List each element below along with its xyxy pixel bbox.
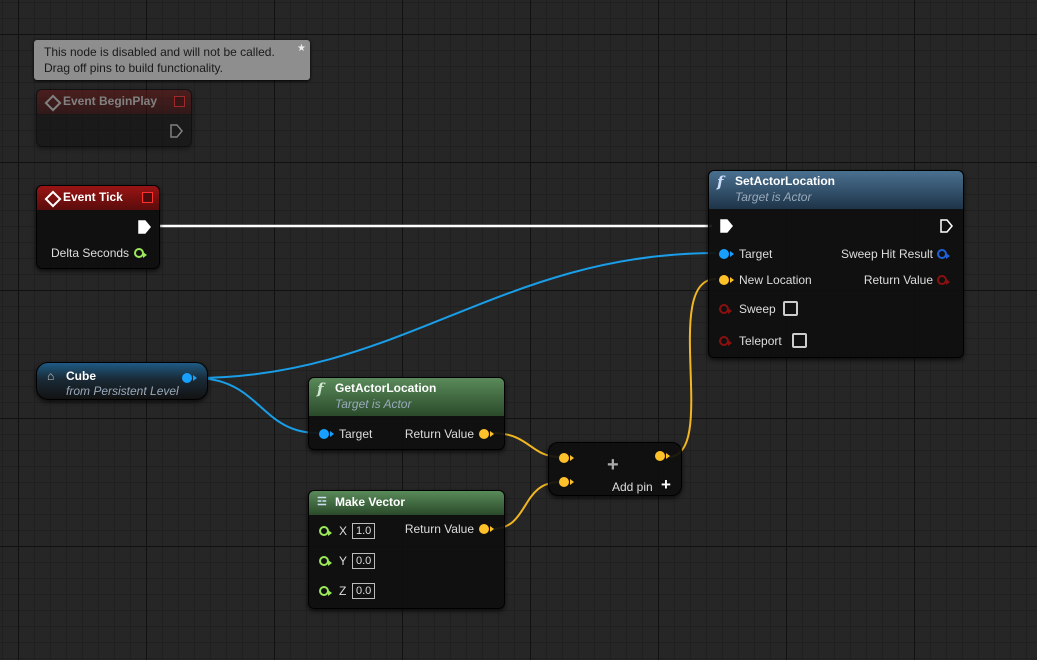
- delta-seconds-pin[interactable]: [134, 248, 147, 258]
- delta-seconds-label: Delta Seconds: [51, 246, 130, 260]
- exec-out-pin[interactable]: [939, 219, 953, 233]
- teleport-pin[interactable]: [719, 336, 732, 346]
- add-output-pin[interactable]: [655, 451, 670, 461]
- delegate-pin-icon[interactable]: [174, 96, 185, 107]
- node-cube-reference[interactable]: ⌂ Cube from Persistent Level: [36, 362, 208, 400]
- z-pin[interactable]: [319, 586, 332, 596]
- event-icon: [44, 190, 62, 208]
- function-icon: f: [317, 380, 324, 398]
- target-pin[interactable]: [319, 429, 334, 439]
- event-icon: [44, 94, 62, 112]
- exec-out-pin[interactable]: [169, 124, 183, 138]
- x-pin[interactable]: [319, 526, 332, 536]
- new-location-label: New Location: [739, 273, 812, 287]
- add-operator-icon: +: [607, 454, 619, 476]
- sweep-pin[interactable]: [719, 304, 732, 314]
- sweep-label: Sweep: [739, 302, 776, 316]
- target-label: Target: [739, 247, 773, 261]
- teleport-checkbox[interactable]: [792, 333, 807, 348]
- cube-out-pin[interactable]: [182, 373, 197, 383]
- z-label: Z: [339, 584, 347, 598]
- target-label: Target: [339, 427, 373, 441]
- return-value-label: Return Value: [404, 427, 474, 441]
- teleport-label: Teleport: [739, 334, 782, 348]
- pin-icon[interactable]: ★: [297, 43, 306, 54]
- node-title: GetActorLocation: [335, 381, 437, 395]
- node-title: SetActorLocation: [735, 174, 836, 188]
- node-event-beginplay[interactable]: Event BeginPlay: [36, 89, 192, 147]
- sweep-checkbox[interactable]: [783, 301, 798, 316]
- delegate-pin-icon[interactable]: [142, 192, 153, 203]
- new-location-pin[interactable]: [719, 275, 734, 285]
- node-event-tick[interactable]: Event Tick Delta Seconds: [36, 185, 160, 269]
- node-header: Event Tick: [37, 186, 159, 210]
- add-pin-plus-icon[interactable]: +: [661, 475, 671, 494]
- function-icon: f: [717, 173, 724, 191]
- node-subtitle: Target is Actor: [335, 397, 412, 411]
- add-input-a-pin[interactable]: [559, 453, 574, 463]
- return-value-label: Return Value: [863, 273, 933, 287]
- node-header: Event BeginPlay: [37, 90, 191, 114]
- node-make-vector[interactable]: ☲ Make Vector Return Value X 1.0 Y 0.0 Z…: [308, 490, 505, 609]
- y-pin[interactable]: [319, 556, 332, 566]
- actor-reference-icon: ⌂: [47, 369, 55, 383]
- sweep-hit-result-label: Sweep Hit Result: [840, 247, 933, 261]
- node-title: Event Tick: [63, 190, 123, 204]
- x-label: X: [339, 524, 348, 538]
- node-header: f GetActorLocation Target is Actor: [309, 378, 504, 416]
- add-pin-label[interactable]: Add pin: [612, 480, 653, 494]
- node-title: Make Vector: [335, 495, 406, 509]
- tooltip-line-1: This node is disabled and will not be ca…: [44, 45, 275, 59]
- node-header: ☲ Make Vector: [309, 491, 504, 515]
- return-value-pin[interactable]: [937, 275, 950, 285]
- cube-subtitle: from Persistent Level: [66, 384, 179, 398]
- node-header: f SetActorLocation Target is Actor: [709, 171, 963, 209]
- add-input-b-pin[interactable]: [559, 477, 574, 487]
- return-value-pin[interactable]: [479, 524, 494, 534]
- return-value-pin[interactable]: [479, 429, 494, 439]
- sweep-hit-result-pin[interactable]: [937, 249, 950, 259]
- exec-in-pin[interactable]: [719, 219, 733, 233]
- z-value-field[interactable]: 0.0: [352, 583, 376, 599]
- y-value-field[interactable]: 0.0: [352, 553, 376, 569]
- cube-to-get-target-wire: [194, 377, 319, 434]
- x-value-field[interactable]: 1.0: [352, 523, 376, 539]
- node-set-actor-location[interactable]: f SetActorLocation Target is Actor Targe…: [708, 170, 964, 358]
- node-title: Event BeginPlay: [63, 94, 158, 108]
- cube-to-target-wire: [194, 252, 717, 379]
- disabled-tooltip: This node is disabled and will not be ca…: [34, 40, 310, 80]
- node-get-actor-location[interactable]: f GetActorLocation Target is Actor Targe…: [308, 377, 505, 450]
- make-struct-icon: ☲: [317, 496, 327, 508]
- node-subtitle: Target is Actor: [735, 190, 812, 204]
- tooltip-line-2: Drag off pins to build functionality.: [44, 61, 223, 75]
- return-value-label: Return Value: [404, 522, 474, 536]
- target-pin[interactable]: [719, 249, 734, 259]
- cube-title: Cube: [66, 369, 96, 383]
- exec-out-pin[interactable]: [137, 220, 151, 234]
- node-add-vector[interactable]: + Add pin +: [548, 442, 682, 496]
- y-label: Y: [339, 554, 348, 568]
